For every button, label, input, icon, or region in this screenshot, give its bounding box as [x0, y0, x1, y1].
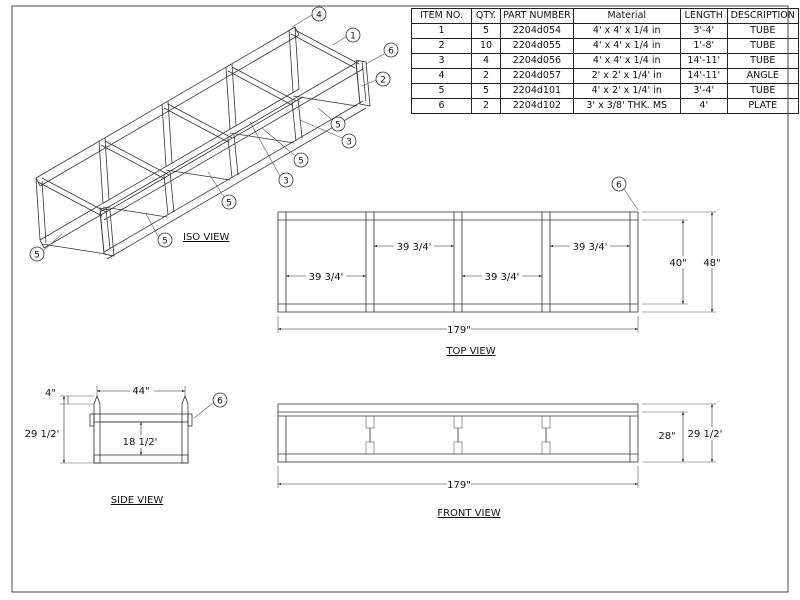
balloon-6-iso: [383, 42, 399, 58]
balloon-5: [221, 194, 237, 210]
balloon-text: 3: [283, 177, 289, 187]
balloon-6-top: [611, 176, 627, 192]
dim-side-post: 4": [45, 388, 56, 399]
balloon-3: [341, 133, 357, 149]
dim-front-length: 179": [447, 480, 471, 491]
top-view: [277, 211, 639, 313]
dim-top-bay2: 39 3/4': [397, 242, 432, 253]
balloon-text: 2: [380, 76, 386, 86]
balloon-text: 6: [217, 397, 223, 407]
dim-top-bay3: 39 3/4': [485, 272, 520, 283]
balloon-5: [293, 152, 309, 168]
side-view-label: SIDE VIEW: [111, 495, 164, 506]
side-view-dimensions: [60, 386, 186, 464]
bom-table: ITEM NO. QTY. PART NUMBER Material LENGT…: [411, 8, 799, 114]
top-view-label: TOP VIEW: [445, 346, 495, 357]
balloon-5: [29, 246, 45, 262]
balloon-6-side: [212, 392, 228, 408]
dim-top-outer-width: 48": [703, 258, 720, 269]
iso-view: [35, 26, 371, 260]
dim-side-height: 29 1/2': [25, 429, 60, 440]
bom-cell: 2: [471, 98, 501, 114]
bom-row: 5 5 2204d101 4' x 2' x 1/4' in 3'-4' TUB…: [411, 83, 799, 99]
balloon-text: 6: [388, 47, 394, 57]
balloon-text: 5: [335, 121, 341, 131]
iso-balloons: 4 1 6 2 5 3 5 3 5 5 5: [29, 6, 399, 262]
balloon-3: [278, 172, 294, 188]
sheet-border: [11, 5, 789, 593]
front-view-dimensions: [277, 403, 716, 488]
bom-cell: 2204d102: [500, 98, 574, 114]
dim-side-inner: 18 1/2': [123, 437, 158, 448]
bom-cell: PLATE: [726, 98, 799, 114]
balloon-text: 5: [298, 157, 304, 167]
balloon-2: [375, 71, 391, 87]
dim-top-length: 179": [447, 325, 471, 336]
dim-front-inner-height: 28": [658, 431, 675, 442]
balloon-text: 5: [162, 237, 168, 247]
dim-front-height: 29 1/2': [688, 429, 723, 440]
dim-top-inner-width: 40": [669, 258, 686, 269]
front-view-label: FRONT VIEW: [437, 508, 500, 519]
dim-top-bay1: 39 3/4': [309, 272, 344, 283]
bom-row: 3 4 2204d056 4' x 4' x 1/4 in 14'-11' TU…: [411, 53, 799, 69]
balloon-text: 4: [316, 11, 322, 21]
balloon-text: 1: [350, 32, 356, 42]
balloon-text: 3: [346, 138, 352, 148]
bom-cell: TUBE: [726, 53, 799, 69]
bom-row: 1 5 2204d054 4' x 4' x 1/4 in 3'-4' TUBE: [411, 23, 799, 39]
balloon-1: [345, 27, 361, 43]
iso-view-label: ISO VIEW: [183, 232, 229, 243]
balloon-5: [330, 116, 346, 132]
balloon-5: [157, 232, 173, 248]
balloon-4: [311, 6, 327, 22]
dim-top-bay4: 39 3/4': [573, 242, 608, 253]
bom-cell: 6: [411, 98, 472, 114]
bom-row: 6 2 2204d102 3' x 3/8' THK. MS 4' PLATE: [411, 98, 799, 114]
front-view: [277, 403, 639, 463]
balloon-text: 5: [34, 251, 40, 261]
balloon-text: 6: [616, 181, 622, 191]
balloon-text: 5: [226, 199, 232, 209]
bom-cell: 10: [471, 38, 501, 54]
dim-side-width: 44": [132, 386, 149, 397]
